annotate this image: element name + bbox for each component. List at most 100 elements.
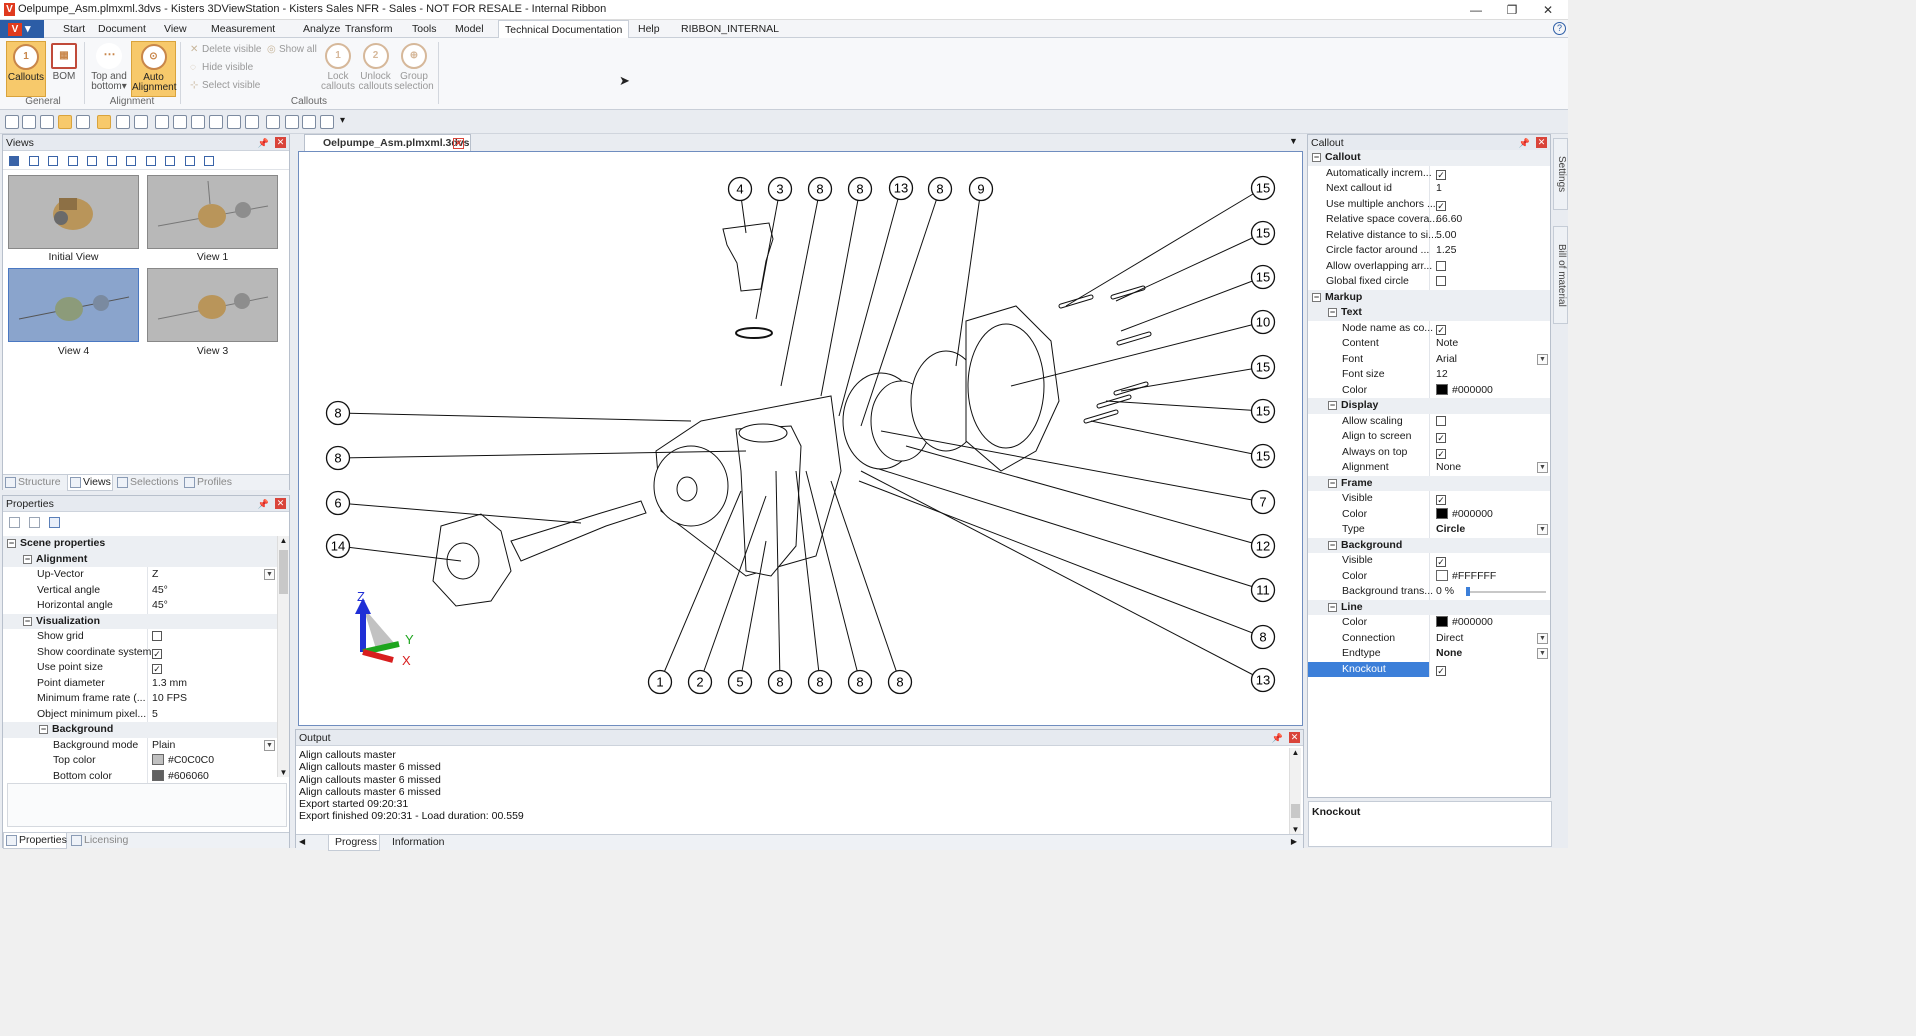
output-scrollbar[interactable]: ▲▼ — [1289, 748, 1301, 834]
property-row[interactable]: Align to screen✓ — [1308, 429, 1550, 445]
property-row[interactable]: Use point size✓ — [3, 660, 277, 676]
property-value[interactable]: #FFFFFF — [1432, 569, 1550, 585]
next-icon[interactable] — [126, 156, 136, 166]
property-value[interactable]: #C0C0C0 — [148, 753, 277, 769]
view-iso-icon[interactable] — [245, 115, 259, 129]
checkbox[interactable]: ✓ — [1436, 495, 1446, 505]
property-value[interactable]: 12 — [1432, 367, 1550, 383]
export-icon[interactable] — [145, 156, 156, 166]
property-value[interactable]: 66.60 — [1432, 212, 1550, 228]
document-tab[interactable]: Oelpumpe_Asm.plmxml.3dvs✕ — [304, 134, 471, 151]
help-icon[interactable]: ? — [1553, 22, 1566, 35]
fit-icon[interactable] — [97, 115, 111, 129]
checkbox[interactable] — [1436, 260, 1446, 271]
view-thumbnail-initial[interactable] — [8, 175, 139, 249]
chevron-down-icon[interactable]: ▼ — [264, 569, 275, 580]
collapse-toggle-icon[interactable]: − — [1328, 477, 1337, 488]
property-row[interactable]: Allow scaling — [1308, 413, 1550, 430]
property-value[interactable] — [1432, 414, 1550, 430]
property-value[interactable]: 0 % — [1432, 584, 1550, 600]
property-row[interactable]: Knockout✓ — [1308, 661, 1550, 678]
property-value[interactable]: ✓ — [1432, 445, 1550, 461]
tab-views[interactable]: Views — [67, 475, 113, 491]
filter-icon[interactable] — [49, 517, 60, 528]
checkbox[interactable]: ✓ — [1436, 169, 1446, 180]
zoom-icon[interactable] — [76, 115, 90, 129]
checkbox[interactable] — [152, 631, 162, 641]
property-value[interactable]: ✓ — [1432, 662, 1550, 678]
close-icon[interactable]: ✕ — [1536, 137, 1547, 148]
tab-structure[interactable]: Structure — [3, 475, 65, 491]
view-front-icon[interactable] — [155, 115, 169, 129]
checkbox[interactable]: ✓ — [1436, 448, 1446, 459]
chevron-down-icon[interactable]: ▼ — [1537, 524, 1548, 535]
property-value[interactable]: ✓ — [148, 660, 277, 676]
property-value[interactable] — [1432, 259, 1550, 275]
property-value[interactable]: 45° — [148, 583, 277, 599]
pick-icon[interactable] — [116, 115, 130, 129]
checkbox[interactable] — [1436, 276, 1446, 286]
property-row[interactable]: Circle factor around ...1.25 — [1308, 243, 1550, 259]
menu-tab-tools[interactable]: Tools — [412, 23, 437, 35]
property-value[interactable] — [148, 629, 277, 645]
lasso-icon[interactable] — [320, 115, 334, 129]
tab-profiles[interactable]: Profiles — [182, 475, 232, 491]
checkbox[interactable]: ✓ — [1436, 557, 1446, 567]
property-value[interactable]: 10 FPS — [148, 691, 277, 707]
slider-thumb[interactable] — [1466, 587, 1470, 596]
pan-icon[interactable] — [40, 115, 54, 129]
property-row[interactable]: Relative distance to si...5.00 — [1308, 227, 1550, 244]
view-thumbnail-4[interactable] — [8, 268, 139, 342]
maximize-button[interactable]: ❐ — [1506, 3, 1518, 17]
close-button[interactable]: ✕ — [1542, 3, 1554, 17]
property-value[interactable]: 1.25 — [1432, 243, 1550, 259]
property-row[interactable]: Always on top✓ — [1308, 444, 1550, 461]
pin-icon[interactable]: 📌 — [257, 499, 269, 509]
collapse-toggle-icon[interactable]: − — [7, 538, 16, 548]
property-value[interactable]: Plain▼ — [148, 738, 277, 754]
new-view-icon[interactable] — [28, 156, 39, 166]
property-row[interactable]: Bottom color#606060 — [3, 768, 277, 784]
sort-alpha-icon[interactable] — [29, 517, 40, 528]
property-row[interactable]: Color#000000 — [1308, 382, 1550, 398]
property-row[interactable]: Allow overlapping arr... — [1308, 258, 1550, 275]
property-row[interactable]: Object minimum pixel...5 — [3, 706, 277, 722]
close-icon[interactable]: ✕ — [275, 498, 286, 509]
menu-tab-start[interactable]: Start — [63, 23, 86, 35]
property-row[interactable]: Relative space covera...66.60 — [1308, 212, 1550, 228]
undo-icon[interactable] — [22, 115, 36, 129]
chevron-down-icon[interactable]: ▼ — [1537, 632, 1548, 644]
property-value[interactable]: 5.00 — [1432, 228, 1550, 244]
select-icon[interactable] — [58, 115, 72, 129]
scroll-left-icon[interactable]: ◀ — [299, 837, 306, 846]
home-icon[interactable] — [9, 156, 19, 166]
refresh-icon[interactable] — [48, 156, 58, 166]
tab-progress[interactable]: Progress — [328, 835, 380, 851]
tab-properties[interactable]: Properties — [3, 833, 67, 849]
overflow-icon[interactable]: ▾ — [340, 115, 346, 126]
checkbox[interactable]: ✓ — [1436, 200, 1446, 211]
property-row[interactable]: Color#000000 — [1308, 506, 1550, 522]
pin-icon[interactable]: 📌 — [1271, 733, 1283, 743]
prev-icon[interactable] — [87, 156, 97, 166]
scroll-right-icon[interactable]: ▶ — [1290, 837, 1297, 846]
close-tab-icon[interactable]: ✕ — [453, 138, 464, 149]
properties-scrollbar[interactable]: ▲▼ — [277, 536, 289, 777]
menu-tab-technical-documentation[interactable]: Technical Documentation — [498, 20, 630, 39]
property-row[interactable]: Visible✓ — [1308, 491, 1550, 507]
help-icon[interactable] — [204, 156, 214, 166]
tab-list-dropdown-icon[interactable]: ▼ — [1289, 136, 1298, 146]
checkbox[interactable]: ✓ — [1436, 665, 1446, 676]
rectangle-icon[interactable] — [302, 115, 316, 129]
tab-licensing[interactable]: Licensing — [69, 833, 131, 849]
menu-tab-measurement[interactable]: Measurement — [211, 23, 276, 35]
menu-tab-help[interactable]: Help — [638, 23, 660, 35]
collapse-toggle-icon[interactable]: − — [1328, 400, 1337, 410]
